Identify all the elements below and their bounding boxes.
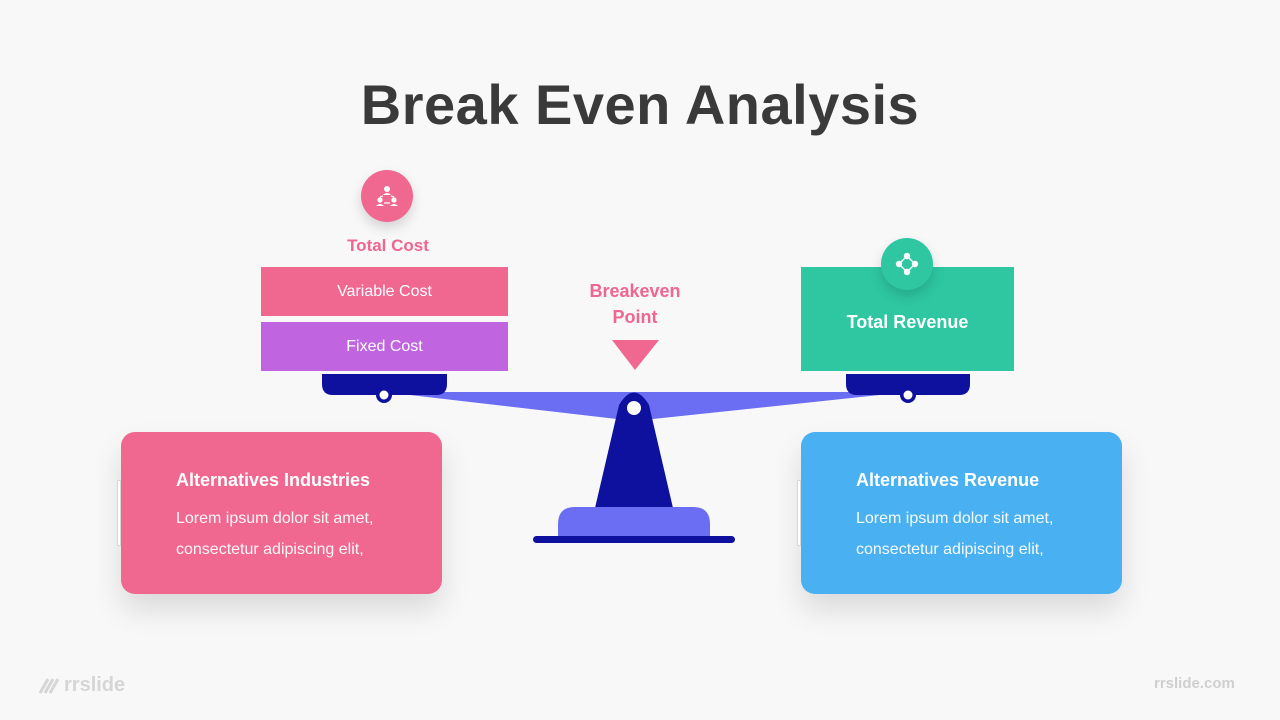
alternatives-revenue-card: Alternatives Revenue Lorem ipsum dolor s…: [797, 432, 1122, 594]
brand-url: rrslide.com: [1154, 675, 1235, 692]
card-text-line2: consectetur adipiscing elit,: [856, 541, 1044, 558]
brand-name: rrslide: [64, 674, 126, 696]
card-title: Alternatives Industries: [176, 470, 371, 490]
left-pan: [322, 374, 447, 395]
scale-stand: [595, 392, 673, 508]
variable-cost-bar: Variable Cost: [261, 267, 508, 316]
card-tab: [117, 480, 121, 546]
diamond-nodes-icon: [881, 238, 933, 290]
card-title: Alternatives Revenue: [856, 470, 1040, 490]
card-text-line1: Lorem ipsum dolor sit amet,: [176, 510, 374, 527]
breakeven-line1: Breakeven: [589, 281, 681, 301]
card-text-line1: Lorem ipsum dolor sit amet,: [856, 510, 1054, 527]
right-pan: [846, 374, 970, 395]
alternatives-industries-card: Alternatives Industries Lorem ipsum dolo…: [117, 432, 442, 594]
breakeven-pointer: [612, 340, 659, 370]
breakeven-label: Breakeven Point: [560, 278, 710, 330]
fixed-cost-bar: Fixed Cost: [261, 322, 508, 371]
breakeven-line2: Point: [612, 307, 658, 327]
page-title: Break Even Analysis: [360, 73, 920, 136]
scale-floor: [533, 536, 735, 543]
scale-base: [558, 507, 710, 536]
logo-icon: [38, 677, 60, 694]
brand-logo: rrslide: [38, 674, 125, 697]
total-cost-heading: Total Cost: [347, 236, 429, 255]
card-text-line2: consectetur adipiscing elit,: [176, 541, 364, 558]
card-tab: [797, 480, 801, 546]
team-network-icon: [361, 170, 413, 222]
